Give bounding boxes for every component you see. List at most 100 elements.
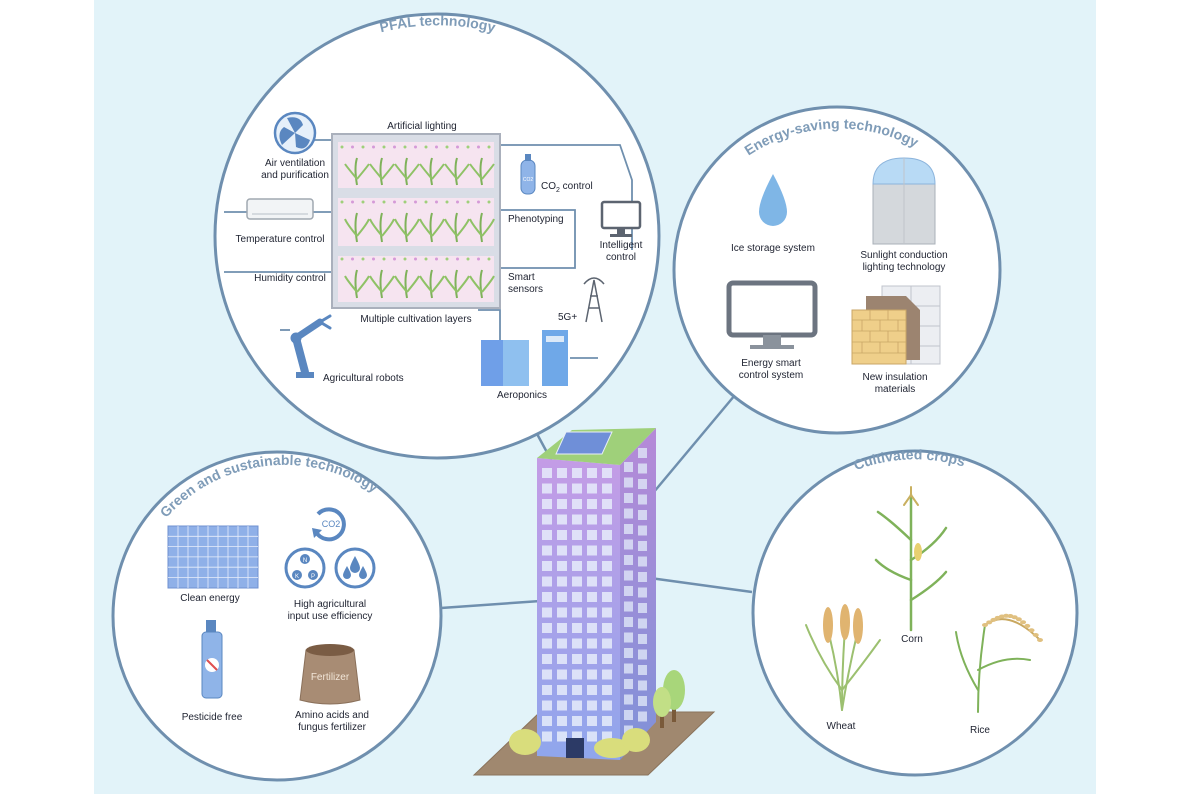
grow-light-led xyxy=(424,257,428,261)
pfal-title: PFAL technology xyxy=(378,12,497,35)
building-window xyxy=(542,499,552,509)
label-artificial-lighting: Artificial lighting xyxy=(387,121,456,132)
corn-plant-icon xyxy=(874,486,948,632)
building-window xyxy=(624,508,633,519)
grow-light-led xyxy=(340,145,344,149)
energy-saving-circle: Energy-saving technology Ice storage sys… xyxy=(672,105,1002,435)
grow-light-led xyxy=(393,200,396,204)
building-window xyxy=(638,603,647,613)
grow-light-led xyxy=(477,257,480,261)
grow-light-led xyxy=(361,145,365,149)
wheat-plant-icon xyxy=(805,604,881,711)
building-window xyxy=(602,685,612,695)
grow-light-led xyxy=(456,200,459,204)
rack-plant-leaf xyxy=(444,218,458,237)
building-window xyxy=(624,539,633,550)
grow-light-led xyxy=(372,200,375,204)
building-window xyxy=(542,483,552,494)
building-window xyxy=(557,499,567,509)
air-conditioner-icon xyxy=(246,198,314,220)
building-window xyxy=(602,545,612,556)
grow-light-led xyxy=(456,145,459,149)
building-window xyxy=(572,700,582,711)
building-window xyxy=(587,638,597,649)
building-window xyxy=(602,561,612,571)
rack-plant xyxy=(429,157,433,186)
label-aeroponics: Aeroponics xyxy=(497,390,547,401)
building-window xyxy=(602,514,612,525)
rack-plant-leaf xyxy=(469,275,483,293)
building-window xyxy=(542,685,552,695)
building-window xyxy=(557,607,567,618)
building-window xyxy=(542,731,552,742)
rack-plants xyxy=(340,145,495,299)
building-window xyxy=(572,483,582,494)
label-pesticide-free: Pesticide free xyxy=(182,712,243,723)
building-window xyxy=(602,499,612,509)
building-window xyxy=(572,669,582,680)
label-amino-2: fungus fertilizer xyxy=(298,722,366,733)
building-window xyxy=(587,700,597,711)
label-ice-storage: Ice storage system xyxy=(731,243,815,254)
grow-light-led xyxy=(351,200,354,204)
building-window xyxy=(587,499,597,509)
label-insulation-1: New insulation xyxy=(862,372,927,383)
building-window xyxy=(542,545,552,556)
building-window xyxy=(638,448,647,458)
grow-light-led xyxy=(372,257,375,261)
building-window xyxy=(557,530,567,540)
label-air-ventilation-1: Air ventilation xyxy=(265,158,325,169)
rack-plant-leaf xyxy=(444,163,458,180)
grow-light-led xyxy=(372,145,375,149)
label-energy-smart-1: Energy smart xyxy=(741,358,801,369)
rack-plant-leaf xyxy=(481,275,495,293)
rack-plant-leaf xyxy=(431,218,445,237)
building-window xyxy=(542,700,552,711)
npk-icon: N K P xyxy=(284,547,326,589)
building-window xyxy=(587,685,597,695)
rack-plant-leaf xyxy=(406,218,420,237)
rack-plant-leaf xyxy=(369,163,383,180)
building-window xyxy=(572,514,582,525)
building-front-windows xyxy=(542,468,612,742)
rack-plant xyxy=(429,212,433,243)
aeroponics-tanks-icon xyxy=(481,330,568,386)
rack-plant xyxy=(354,157,358,186)
building-window xyxy=(638,680,647,691)
co2-tank-text: CO2 xyxy=(523,177,534,183)
grow-light-led xyxy=(466,257,470,261)
building-window xyxy=(638,711,647,722)
building-window xyxy=(587,545,597,556)
npk-k-text: K xyxy=(295,574,299,580)
grow-light-led xyxy=(445,257,449,261)
npk-p-text: P xyxy=(311,574,315,580)
building-window xyxy=(602,468,612,478)
building-window xyxy=(572,499,582,509)
rice-grain xyxy=(1011,615,1018,620)
building-window xyxy=(557,716,567,726)
grow-light-led xyxy=(477,145,480,149)
grow-light-led xyxy=(435,200,438,204)
building-window xyxy=(557,468,567,478)
grow-light-led xyxy=(403,145,407,149)
label-intelligent-control-2: control xyxy=(606,252,636,263)
rack-plant xyxy=(429,269,433,299)
grow-light-led xyxy=(414,257,417,261)
rack-plant-leaf xyxy=(356,163,370,180)
building-window xyxy=(542,716,552,726)
building-window xyxy=(572,638,582,649)
grow-light-led xyxy=(393,257,396,261)
label-clean-energy: Clean energy xyxy=(180,593,239,604)
grow-light-led xyxy=(487,257,491,261)
rack-plant xyxy=(379,157,383,186)
rack-plant-leaf xyxy=(394,163,408,180)
label-agricultural-robots: Agricultural robots xyxy=(323,373,404,384)
building-window xyxy=(572,561,582,571)
rack-plant-leaf xyxy=(381,163,395,180)
building-window xyxy=(542,530,552,540)
grow-light-led xyxy=(487,145,491,149)
building-window xyxy=(624,694,633,705)
building-window xyxy=(624,710,633,720)
label-multiple-cultivation-layers: Multiple cultivation layers xyxy=(360,314,471,325)
building-window xyxy=(572,623,582,633)
